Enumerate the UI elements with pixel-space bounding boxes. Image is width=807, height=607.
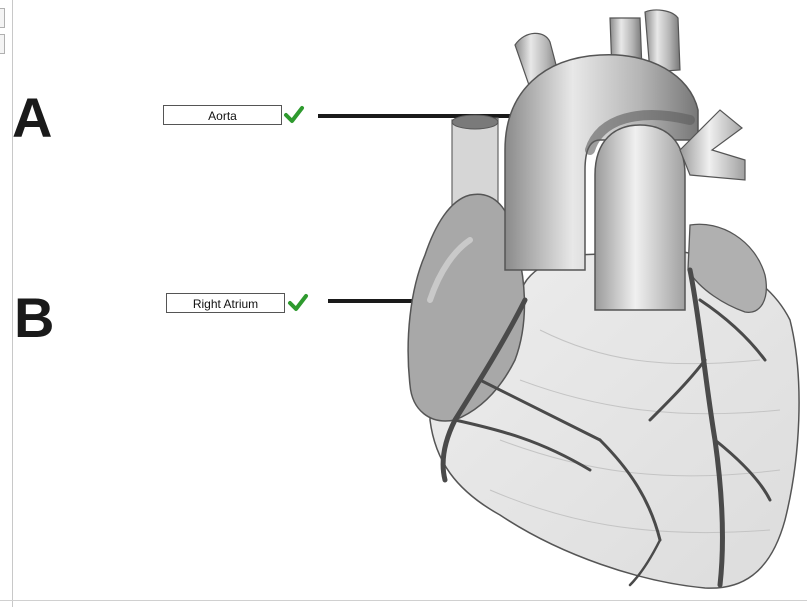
heart-illustration xyxy=(407,9,800,589)
coronary-vessels xyxy=(440,267,772,588)
answer-field-b[interactable]: Right Atrium xyxy=(166,293,285,313)
left-toolbar xyxy=(0,0,13,607)
pointer-line-a xyxy=(318,114,544,118)
toolbar-button-2[interactable] xyxy=(0,34,5,54)
bottom-border xyxy=(0,600,807,601)
toolbar-button-1[interactable] xyxy=(0,8,5,28)
checkmark-icon xyxy=(288,294,308,311)
pointer-line-b xyxy=(328,299,446,303)
left-atrium xyxy=(687,223,767,313)
marker-letter-a: A xyxy=(12,86,53,149)
answer-field-a[interactable]: Aorta xyxy=(163,105,282,125)
aorta xyxy=(504,9,699,271)
checkmark-icon xyxy=(284,106,304,123)
marker-letter-b: B xyxy=(14,286,55,349)
pulmonary-trunk xyxy=(594,109,746,311)
right-atrium xyxy=(407,193,526,422)
